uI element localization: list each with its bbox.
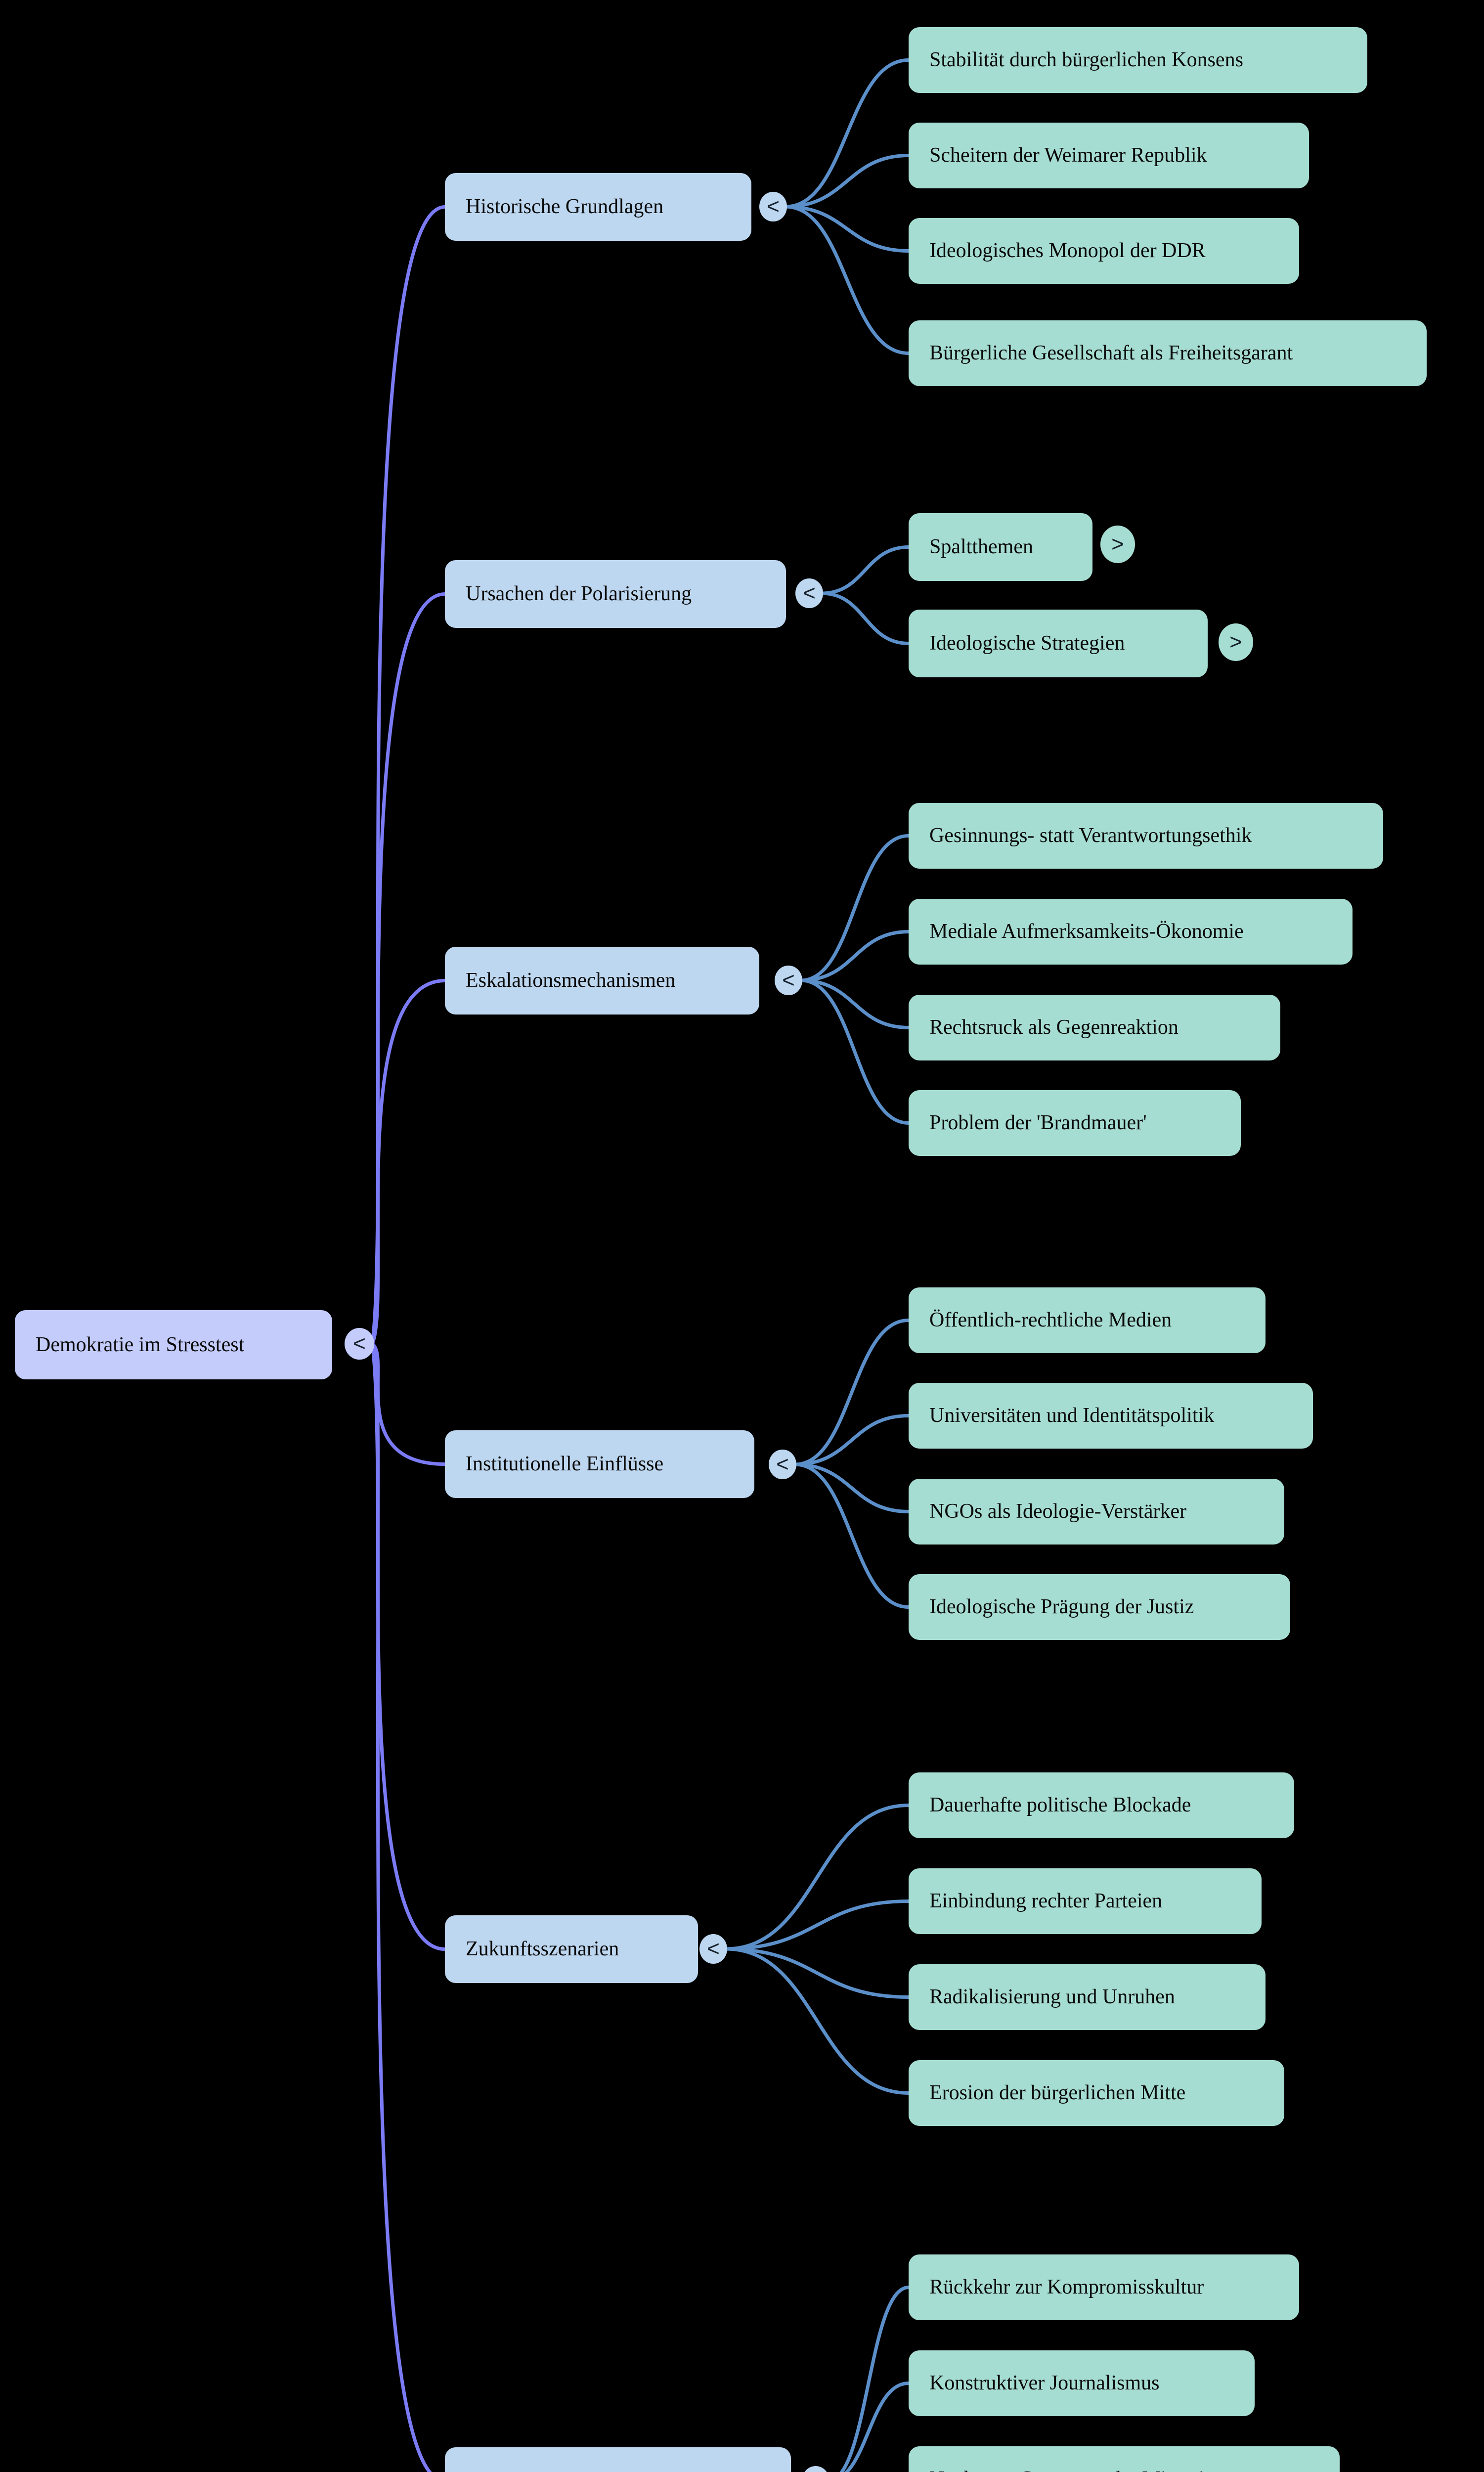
- branch-collapse-toggle-5[interactable]: <: [802, 2466, 829, 2472]
- branch-node-3[interactable]: Institutionelle Einflüsse: [445, 1430, 754, 1498]
- node-label: NGOs als Ideologie-Verstärker: [929, 1500, 1187, 1523]
- leaf-node-4-2[interactable]: Radikalisierung und Unruhen: [909, 1964, 1266, 2030]
- leaf-node-4-1[interactable]: Einbindung rechter Parteien: [909, 1868, 1262, 1934]
- branch-edge-2-0: [799, 834, 911, 982]
- branch-collapse-toggle-4[interactable]: <: [699, 1934, 727, 1964]
- node-label: Rechtsruck als Gegenreaktion: [929, 1016, 1178, 1039]
- node-label: Öffentlich-rechtliche Medien: [929, 1309, 1172, 1332]
- leaf-node-2-0[interactable]: Gesinnungs- statt Verantwortungsethik: [909, 803, 1383, 869]
- leaf-node-5-0[interactable]: Rückkehr zur Kompromisskultur: [909, 2254, 1299, 2320]
- leaf-node-2-1[interactable]: Mediale Aufmerksamkeits-Ökonomie: [909, 899, 1353, 965]
- root-edge-2: [370, 979, 447, 1346]
- node-label: Mediale Aufmerksamkeits-Ökonomie: [929, 920, 1244, 943]
- node-label: Therapieansätze (Auswege): [466, 2470, 697, 2472]
- branch-edge-3-0: [793, 1319, 911, 1466]
- node-label: Historische Grundlagen: [466, 195, 664, 219]
- leaf-node-0-0[interactable]: Stabilität durch bürgerlichen Konsens: [909, 27, 1367, 93]
- leaf-node-4-3[interactable]: Erosion der bürgerlichen Mitte: [909, 2060, 1284, 2126]
- node-label: Institutionelle Einflüsse: [466, 1453, 664, 1476]
- branch-edge-3-1: [793, 1414, 911, 1466]
- branch-edge-5-0: [839, 2286, 911, 2472]
- node-label: Einbindung rechter Parteien: [929, 1890, 1163, 1913]
- node-label: Problem der 'Brandmauer': [929, 1111, 1147, 1135]
- branch-edge-0-0: [784, 58, 911, 209]
- branch-edge-4-2: [724, 1947, 911, 1999]
- root-edge-5: [370, 1342, 432, 2472]
- branch-collapse-toggle-2[interactable]: <: [775, 965, 802, 996]
- branch-node-1[interactable]: Ursachen der Polarisierung: [445, 560, 786, 628]
- root-edge-1: [370, 592, 447, 1346]
- branch-edge-4-3: [724, 1947, 911, 2095]
- node-label: Stabilität durch bürgerlichen Konsens: [929, 48, 1243, 72]
- leaf-node-3-1[interactable]: Universitäten und Identitätspolitik: [909, 1383, 1313, 1449]
- node-label: Erosion der bürgerlichen Mitte: [929, 2081, 1186, 2105]
- node-label: Rückkehr zur Kompromisskultur: [929, 2276, 1204, 2299]
- node-label: Dauerhafte politische Blockade: [929, 1794, 1191, 1817]
- leaf-node-0-2[interactable]: Ideologisches Monopol der DDR: [909, 218, 1299, 284]
- branch-edge-0-3: [784, 205, 911, 355]
- root-edge-0: [370, 205, 447, 1346]
- root-collapse-toggle[interactable]: <: [345, 1327, 374, 1360]
- root-node[interactable]: Demokratie im Stresstest: [15, 1310, 332, 1379]
- branch-edge-0-1: [784, 154, 911, 209]
- node-label: Demokratie im Stresstest: [36, 1333, 245, 1356]
- node-label: Zukunftsszenarien: [466, 1938, 619, 1961]
- branch-edge-3-2: [793, 1462, 911, 1513]
- root-edge-3: [370, 1342, 447, 1466]
- node-label: Eskalationsmechanismen: [466, 969, 676, 992]
- node-label: Scheitern der Weimarer Republik: [929, 144, 1207, 167]
- leaf-node-2-2[interactable]: Rechtsruck als Gegenreaktion: [909, 995, 1280, 1060]
- leaf-node-3-2[interactable]: NGOs als Ideologie-Verstärker: [909, 1479, 1284, 1545]
- node-label: Konstruktiver Journalismus: [929, 2372, 1160, 2395]
- leaf-node-0-3[interactable]: Bürgerliche Gesellschaft als Freiheitsga…: [909, 320, 1427, 386]
- leaf-node-1-0[interactable]: Spaltthemen: [909, 513, 1092, 581]
- branch-edge-2-1: [799, 930, 911, 982]
- branch-edge-1-1: [820, 591, 911, 645]
- branch-edge-1-0: [820, 545, 911, 595]
- node-label: Bürgerliche Gesellschaft als Freiheitsga…: [929, 342, 1293, 365]
- node-label: Ideologisches Monopol der DDR: [929, 239, 1206, 263]
- branch-edge-4-1: [724, 1899, 911, 1951]
- node-label: Gesinnungs- statt Verantwortungsethik: [929, 824, 1252, 847]
- branch-node-4[interactable]: Zukunftsszenarien: [445, 1915, 698, 1983]
- leaf-node-2-3[interactable]: Problem der 'Brandmauer': [909, 1090, 1241, 1156]
- branch-node-0[interactable]: Historische Grundlagen: [445, 173, 751, 241]
- leaf-node-3-0[interactable]: Öffentlich-rechtliche Medien: [909, 1287, 1266, 1353]
- branch-edge-2-3: [799, 978, 911, 1125]
- branch-edge-4-0: [724, 1804, 911, 1951]
- leaf-collapse-toggle-1-0[interactable]: >: [1100, 526, 1135, 563]
- node-label: Universitäten und Identitätspolitik: [929, 1404, 1215, 1427]
- leaf-node-4-0[interactable]: Dauerhafte politische Blockade: [909, 1772, 1294, 1838]
- branch-collapse-toggle-1[interactable]: <: [795, 578, 823, 609]
- branch-collapse-toggle-0[interactable]: <: [759, 191, 787, 222]
- root-edge-4: [370, 1342, 447, 1951]
- node-label: Ideologische Prägung der Justiz: [929, 1595, 1194, 1619]
- branch-edge-3-3: [793, 1462, 911, 1609]
- node-label: Ideologische Strategien: [929, 632, 1125, 655]
- leaf-node-5-1[interactable]: Konstruktiver Journalismus: [909, 2350, 1255, 2416]
- branch-node-2[interactable]: Eskalationsmechanismen: [445, 947, 759, 1015]
- leaf-node-5-2[interactable]: Nüchterne Steuerung der Migration: [909, 2446, 1340, 2472]
- leaf-node-3-3[interactable]: Ideologische Prägung der Justiz: [909, 1574, 1290, 1640]
- branch-edge-5-1: [844, 2382, 911, 2472]
- branch-node-5[interactable]: Therapieansätze (Auswege): [445, 2447, 791, 2472]
- node-label: Ursachen der Polarisierung: [466, 582, 692, 606]
- branch-edge-2-2: [799, 978, 911, 1029]
- node-label: Spaltthemen: [929, 535, 1033, 559]
- leaf-node-1-1[interactable]: Ideologische Strategien: [909, 610, 1208, 677]
- leaf-collapse-toggle-1-1[interactable]: >: [1219, 623, 1253, 661]
- leaf-node-0-1[interactable]: Scheitern der Weimarer Republik: [909, 123, 1309, 188]
- node-label: Nüchterne Steuerung der Migration: [929, 2468, 1225, 2472]
- branch-edge-0-2: [784, 205, 911, 253]
- branch-collapse-toggle-3[interactable]: <: [769, 1449, 796, 1480]
- node-label: Radikalisierung und Unruhen: [929, 1986, 1175, 2009]
